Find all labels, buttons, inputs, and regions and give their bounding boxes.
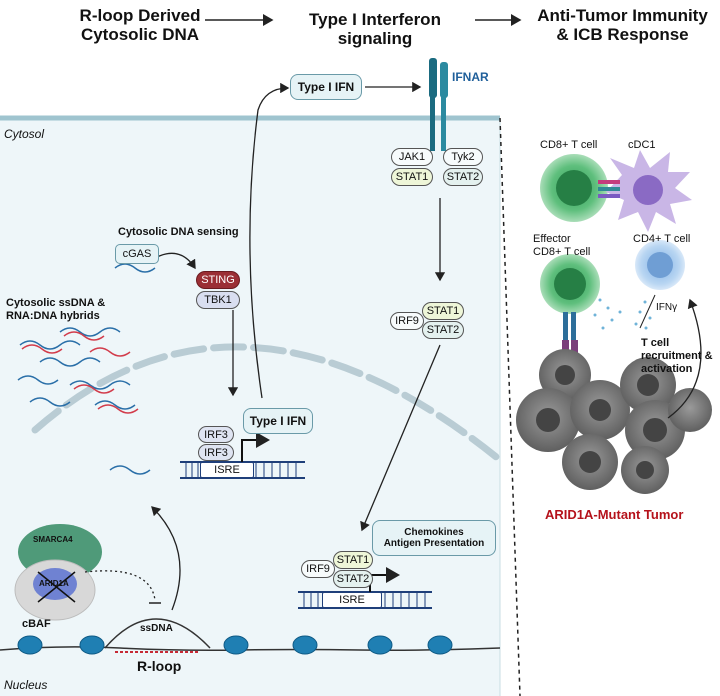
ifng-label: IFNγ bbox=[656, 302, 678, 313]
recruitment-arrow bbox=[667, 298, 702, 419]
arrow-cgas-to-sting bbox=[154, 252, 196, 270]
arrow-ifn-export bbox=[249, 82, 290, 399]
recruit-line-1: T cell bbox=[641, 337, 670, 349]
arrow-complex-to-isre bbox=[360, 344, 441, 532]
arid1a-label: ARID1A bbox=[39, 579, 69, 588]
ifng-arrow bbox=[639, 294, 656, 329]
chemokines-line-1: Chemokines bbox=[404, 527, 464, 538]
stat2-pill-cytosol: STAT2 bbox=[422, 321, 464, 339]
rloop-ssdna-arc bbox=[104, 618, 211, 649]
cytokine-dots bbox=[593, 298, 652, 330]
effector-line-2: CD8+ T cell bbox=[533, 246, 591, 258]
dashed-separator bbox=[499, 117, 521, 696]
ifnar-label: IFNAR bbox=[452, 70, 489, 84]
sting-pill: STING bbox=[196, 271, 240, 289]
irf9-pill-cytosol: IRF9 bbox=[390, 312, 424, 330]
chemokines-line-2: Antigen Presentation bbox=[383, 538, 485, 549]
stat1-pill-nucleus: STAT1 bbox=[333, 551, 373, 569]
arrow-rloop-to-cytosol bbox=[151, 506, 181, 611]
irf3-pill-1: IRF3 bbox=[198, 426, 234, 443]
chemokines-box: Chemokines Antigen Presentation bbox=[372, 520, 496, 556]
ifnar-receptor bbox=[429, 58, 448, 151]
header-step-2: Type I Interferon signaling bbox=[309, 10, 441, 48]
cd8-tcell bbox=[540, 154, 608, 222]
recruit-line-2: recruitment & bbox=[641, 350, 713, 362]
stat2-pill-membrane: STAT2 bbox=[443, 168, 483, 186]
cdc1-cell bbox=[606, 150, 692, 232]
recruit-label: T cell recruitment & activation bbox=[641, 337, 713, 376]
cytosol-label: Cytosol bbox=[4, 127, 45, 141]
cbaf-complex bbox=[14, 524, 102, 621]
header-step-3-line-1: Anti-Tumor Immunity bbox=[537, 6, 708, 25]
header-step-1-line-1: R-loop Derived bbox=[79, 6, 201, 25]
stat2-pill-nucleus: STAT2 bbox=[333, 570, 373, 588]
stat1-pill-membrane: STAT1 bbox=[391, 168, 433, 186]
ssdna-label: ssDNA bbox=[140, 623, 173, 634]
effector-line-1: Effector bbox=[533, 233, 571, 245]
smarca4-label: SMARCA4 bbox=[33, 535, 73, 544]
stat1-pill-cytosol: STAT1 bbox=[422, 302, 464, 320]
cdc1-label: cDC1 bbox=[628, 139, 656, 151]
tumor-label: ARID1A-Mutant Tumor bbox=[545, 507, 684, 522]
ssdna-title: Cytosolic ssDNA & RNA:DNA hybrids bbox=[6, 297, 105, 323]
header-step-3-line-2: & ICB Response bbox=[556, 25, 689, 44]
irf9-pill-nucleus: IRF9 bbox=[301, 560, 335, 578]
header-step-1-line-2: Cytosolic DNA bbox=[80, 25, 200, 44]
header-step-1: R-loop Derived Cytosolic DNA bbox=[55, 6, 225, 44]
inhibition-line bbox=[84, 570, 156, 601]
isre-box-2: ISRE bbox=[322, 592, 382, 608]
tyk2-pill: Tyk2 bbox=[443, 148, 483, 166]
cd4-tcell bbox=[635, 240, 685, 290]
tumor-cluster bbox=[516, 349, 712, 494]
recruit-line-3: activation bbox=[641, 363, 693, 375]
type1-ifn-box-gene: Type I IFN bbox=[243, 408, 313, 434]
ssdna-strands bbox=[17, 263, 156, 475]
header-step-3: Anti-Tumor Immunity & ICB Response bbox=[525, 6, 720, 44]
type1-ifn-box-top: Type I IFN bbox=[290, 74, 362, 100]
tcr-mhc-synapse bbox=[598, 180, 620, 198]
nucleus-label: Nucleus bbox=[4, 678, 48, 692]
irf3-pill-2: IRF3 bbox=[198, 444, 234, 461]
ssdna-title-line-1: Cytosolic ssDNA & bbox=[6, 297, 106, 309]
chromatin bbox=[0, 618, 501, 655]
cd8-label: CD8+ T cell bbox=[540, 139, 598, 151]
cgas-title: Cytosolic DNA sensing bbox=[118, 226, 239, 238]
ssdna-title-line-2: RNA:DNA hybrids bbox=[6, 310, 100, 322]
cbaf-label: cBAF bbox=[22, 618, 51, 630]
effector-cd8-tcell bbox=[540, 254, 600, 354]
cd4-label: CD4+ T cell bbox=[633, 233, 691, 245]
effector-label: Effector CD8+ T cell bbox=[533, 233, 590, 259]
cgas-box: cGAS bbox=[115, 244, 159, 264]
isre-box-1: ISRE bbox=[200, 462, 254, 478]
rloop-label: R-loop bbox=[137, 658, 182, 674]
tbk1-pill: TBK1 bbox=[196, 291, 240, 309]
jak1-pill: JAK1 bbox=[391, 148, 433, 166]
